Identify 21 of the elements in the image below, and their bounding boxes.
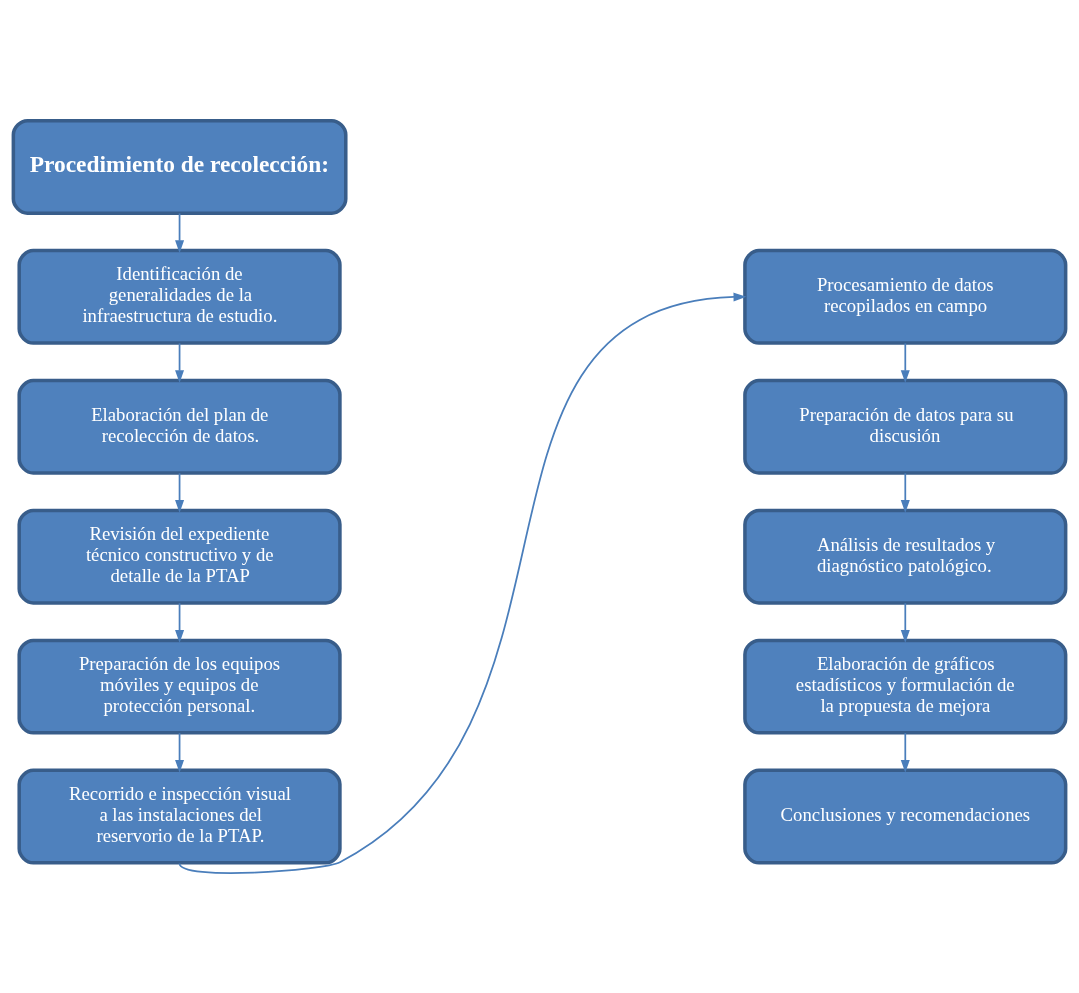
arrow [900,471,910,513]
arrow [175,212,185,253]
arrow [175,341,185,383]
node-box: Elaboración del plan de recolección de datos. [17,378,342,475]
node-box: Procesamiento de datos recopilados en campo [743,248,1068,345]
arrow [175,471,185,513]
node-box: Procedimiento de recolección: [11,118,348,215]
node-box: Preparación de los equipos móviles y equipos de protección personal. [17,638,342,735]
arrow [175,601,185,643]
node-box: Revisión del expediente técnico constructivo y de detalle de la PTAP [17,508,342,605]
arrow [178,292,747,874]
node-box: Recorrido e inspección visual a las instalaciones del reservorio de la PTAP. [17,768,342,865]
arrow [900,601,910,643]
node-box: Identificación de generalidades de la infraestructura de estudio. [17,248,342,345]
node-box: Preparación de datos para su discusión [743,378,1068,475]
arrow [900,731,910,773]
node-box: Conclusiones y recomendaciones [743,768,1068,865]
arrow [175,731,185,773]
node-box: Elaboración de gráficos estadísticos y formulación de la propuesta de mejora [743,638,1068,735]
node-box: Análisis de resultados y diagnóstico patológico. [743,508,1068,605]
arrow [900,341,910,383]
